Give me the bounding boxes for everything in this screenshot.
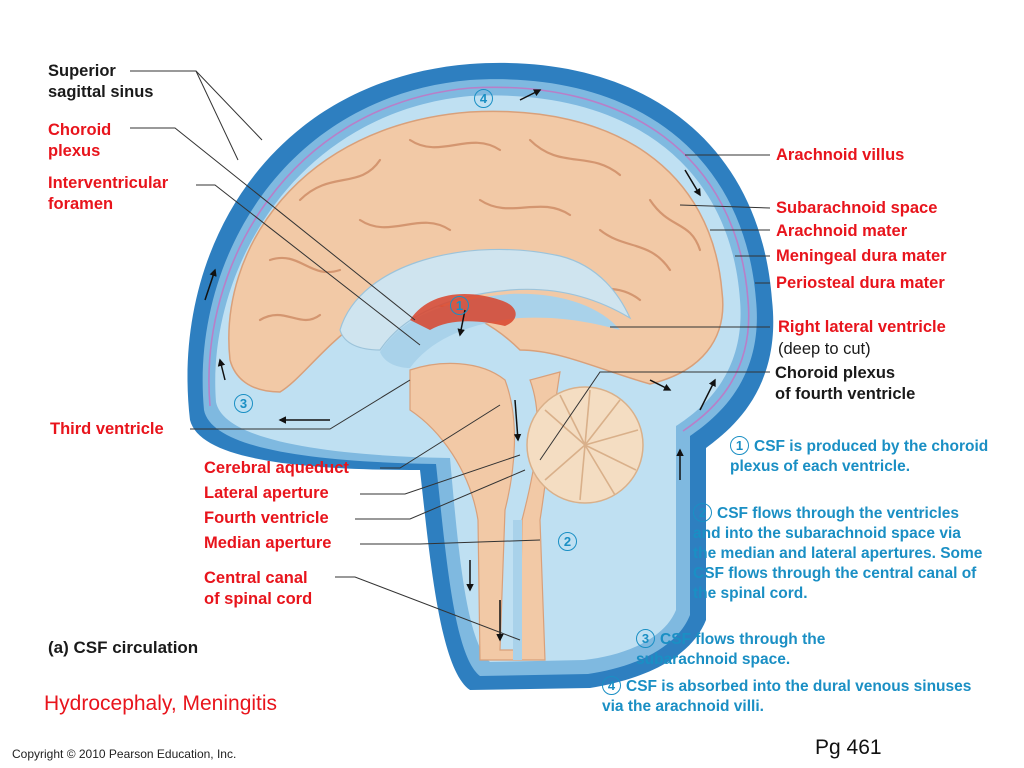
label-meningeal-dura-mater: Meningeal dura mater xyxy=(776,247,947,265)
label-median-aperture: Median aperture xyxy=(204,534,332,552)
figure-caption: (a) CSF circulation xyxy=(48,638,199,657)
label-subarachnoid-space: Subarachnoid space xyxy=(776,199,938,217)
marker-4: 4 xyxy=(474,89,498,110)
label-right-lateral-ventricle: Right lateral ventricle xyxy=(778,318,946,336)
step-2-text: CSF flows through the ventricles and int… xyxy=(693,505,983,602)
csf-flow-arrows xyxy=(204,89,716,642)
label-periosteal-dura-mater: Periosteal dura mater xyxy=(776,274,945,292)
page-number: Pg 461 xyxy=(815,736,882,759)
step-3-number: 3 xyxy=(636,629,655,648)
slide-tagline: Hydrocephaly, Meningitis xyxy=(44,692,278,715)
marker-3: 3 xyxy=(234,394,258,415)
marker-2: 2 xyxy=(558,532,582,553)
marker-1: 1 xyxy=(450,296,474,317)
gyri-lines xyxy=(258,138,702,322)
label-deep-to-cut: (deep to cut) xyxy=(778,340,871,358)
label-third-ventricle: Third ventricle xyxy=(50,420,164,438)
label-fourth-ventricle: Fourth ventricle xyxy=(204,509,329,527)
cerebellum-shape xyxy=(526,386,644,504)
step-1-number: 1 xyxy=(730,436,749,455)
label-arachnoid-mater: Arachnoid mater xyxy=(776,222,908,240)
step-2-number: 2 xyxy=(693,503,712,522)
central-canal-shape xyxy=(513,520,522,660)
label-central-canal: Central canal of spinal cord xyxy=(204,569,313,608)
label-choroid-plexus-fourth-ventricle: Choroid plexus of fourth ventricle xyxy=(775,364,916,403)
label-lateral-aperture: Lateral aperture xyxy=(204,484,329,502)
label-superior-sagittal-sinus: Superior sagittal sinus xyxy=(48,62,154,101)
label-interventricular-foramen: Interventricular foramen xyxy=(48,174,169,213)
label-arachnoid-villus: Arachnoid villus xyxy=(776,146,905,164)
step-1-text: CSF is produced by the choroid plexus of… xyxy=(730,438,989,475)
step-4-text: CSF is absorbed into the dural venous si… xyxy=(602,678,972,715)
copyright-notice: Copyright © 2010 Pearson Education, Inc. xyxy=(12,747,237,761)
step-4-number: 4 xyxy=(602,676,621,695)
leader-lines xyxy=(130,70,771,641)
arachnoid-mater-line xyxy=(208,86,750,432)
corpus-callosum-shape xyxy=(339,248,632,351)
label-choroid-plexus: Choroid plexus xyxy=(48,121,112,160)
label-cerebral-aqueduct: Cerebral aqueduct xyxy=(204,459,349,477)
step-3-text: CSF flows through the subarachnoid space… xyxy=(636,631,826,668)
